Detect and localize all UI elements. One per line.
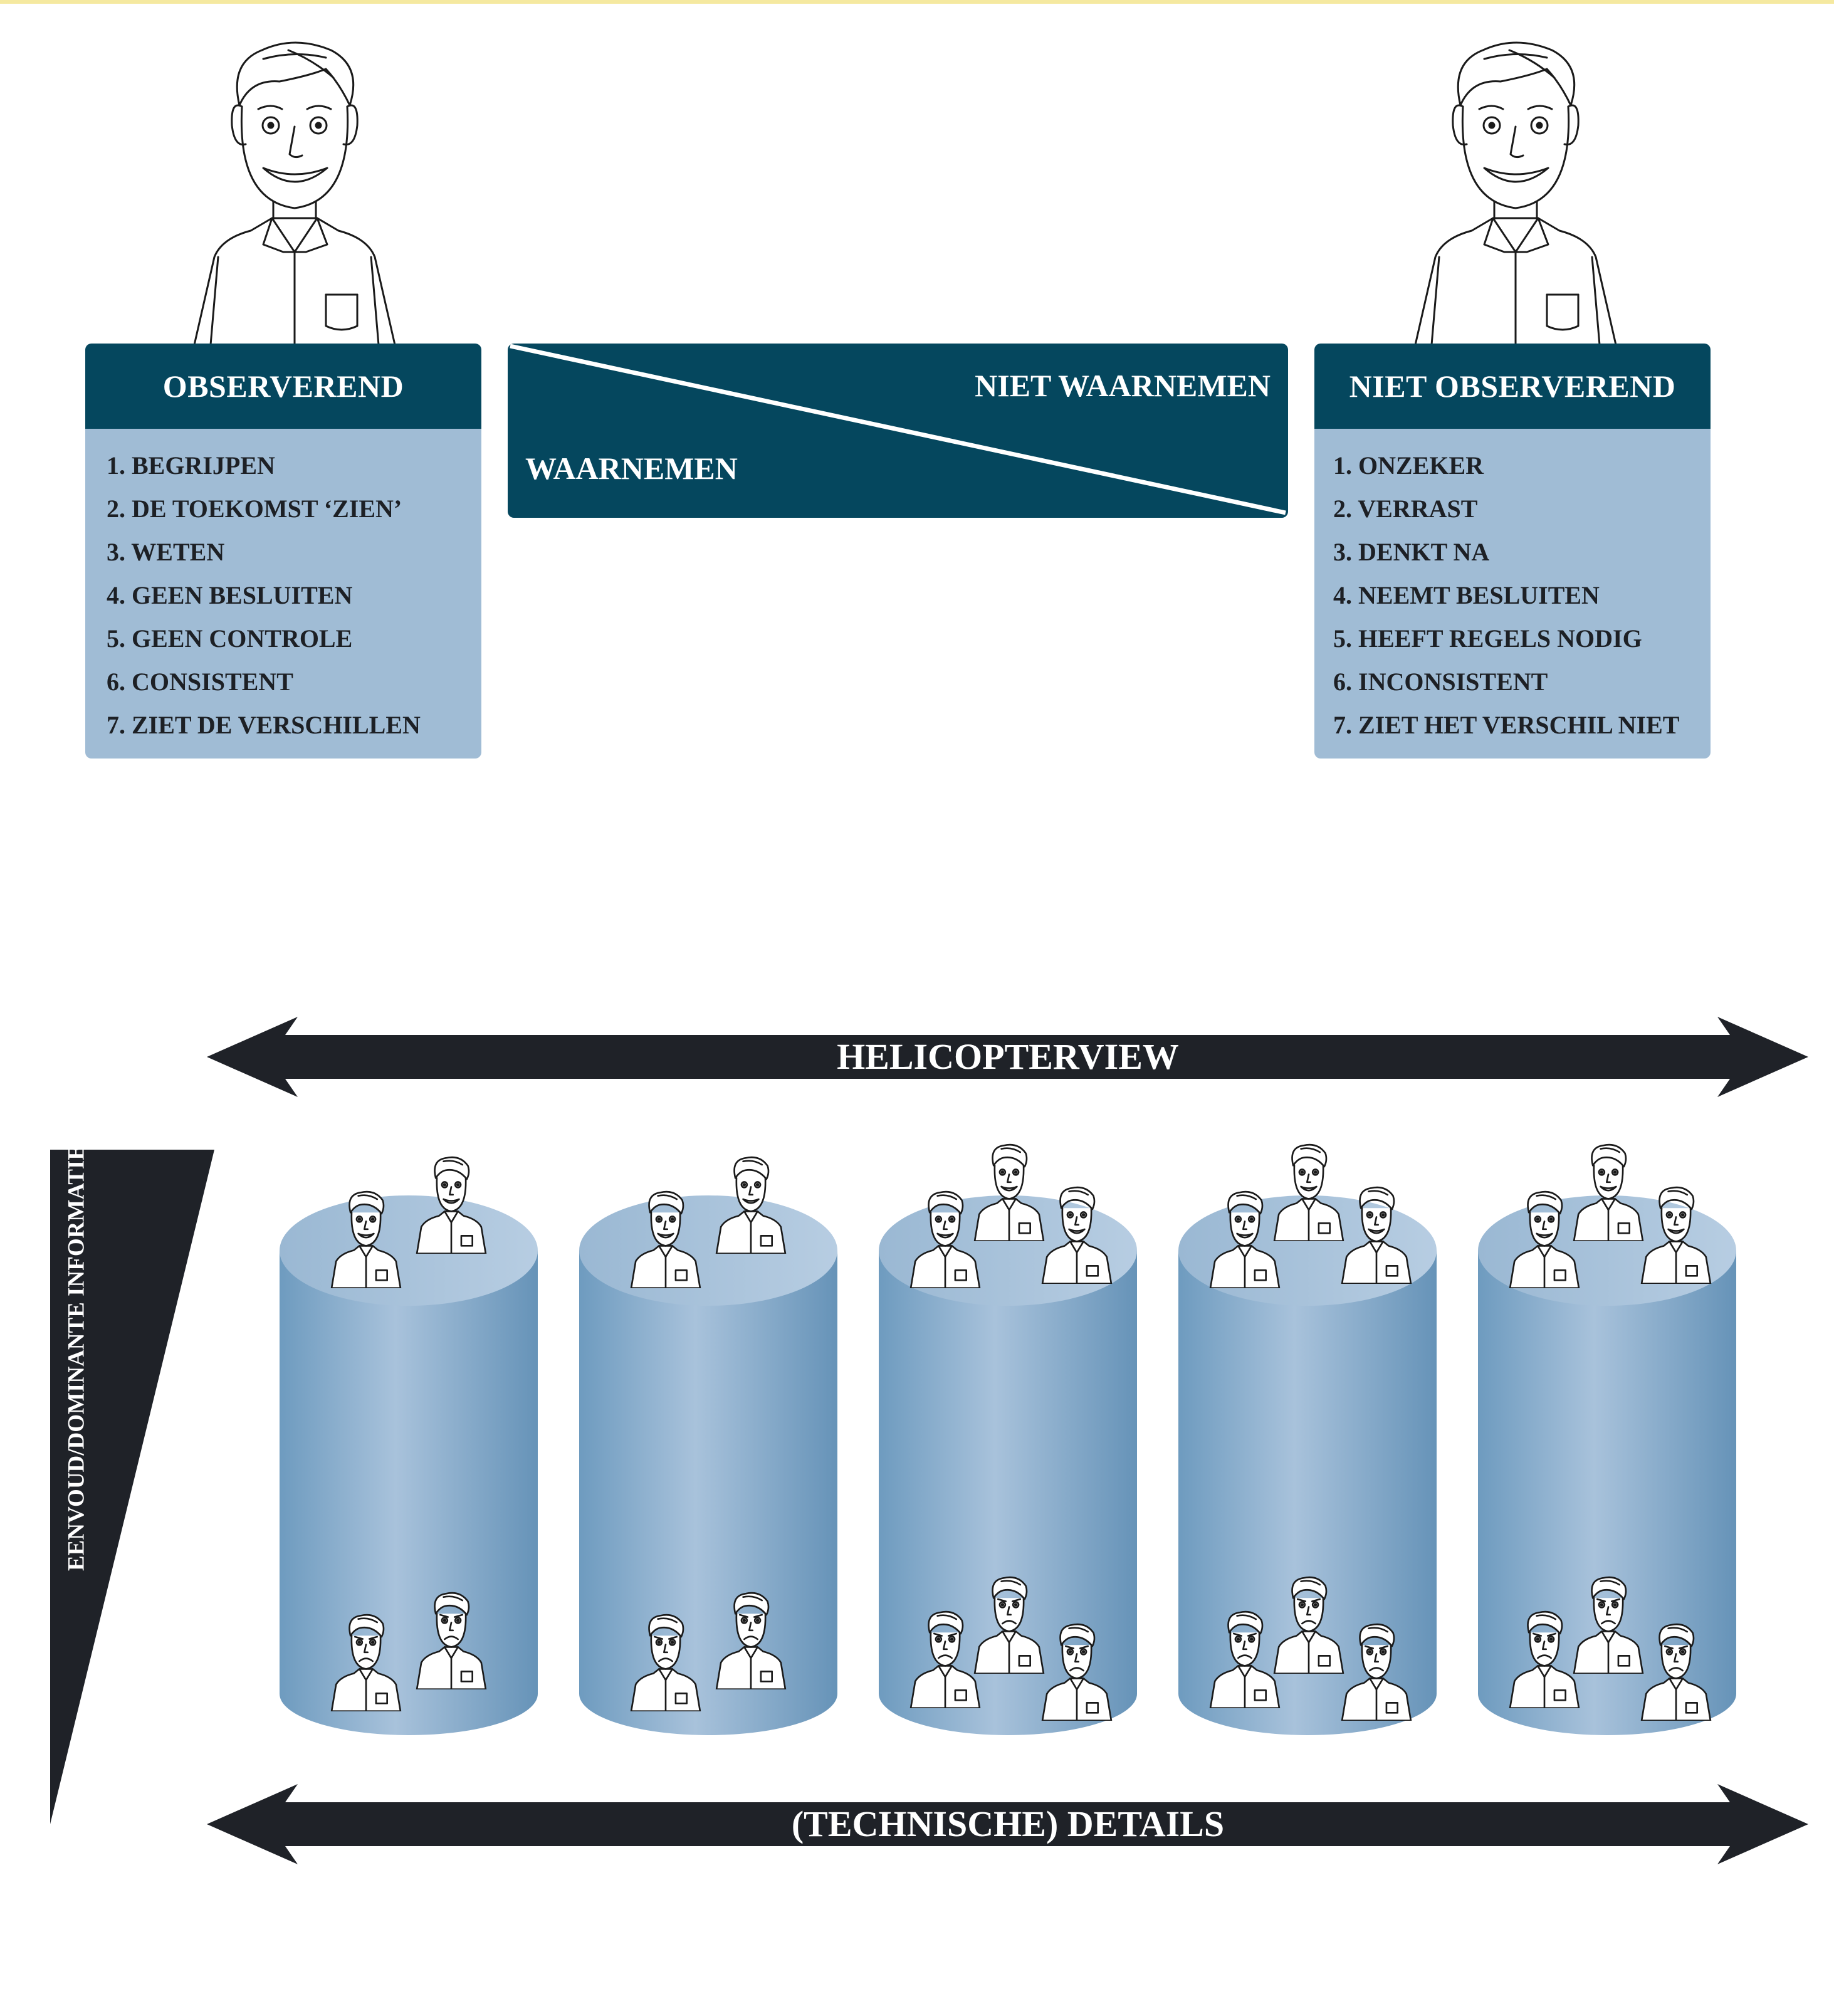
top-accent-line — [0, 0, 1834, 4]
observing-list: 1. BEGRIJPEN 2. DE TOEKOMST ‘ZIEN’ 3. WE… — [85, 429, 481, 747]
happy-person — [1573, 1143, 1644, 1241]
cylinder-top — [280, 1195, 538, 1306]
details-arrow — [207, 1784, 1808, 1864]
cylinder-body — [579, 1251, 837, 1735]
not-observing-list: 1. ONZEKER 2. VERRAST 3. DENKT NA 4. NEE… — [1314, 429, 1711, 747]
cylinder-body — [280, 1251, 538, 1735]
observing-list-panel: 1. BEGRIJPEN 2. DE TOEKOMST ‘ZIEN’ 3. WE… — [85, 429, 481, 759]
cylinder-1 — [280, 1156, 538, 1735]
presenter-not-observing — [1414, 41, 1617, 345]
cylinder-2 — [579, 1156, 837, 1735]
observing-item: 1. BEGRIJPEN — [107, 451, 275, 480]
not-observing-title: NIET OBSERVEREND — [1349, 369, 1676, 404]
cylinder-group — [280, 1143, 1736, 1735]
cylinder-5 — [1478, 1143, 1736, 1735]
presenter-observing — [193, 41, 396, 345]
not-observing-item: 7. ZIET HET VERSCHIL NIET — [1333, 711, 1680, 739]
not-observing-item: 3. DENKT NA — [1333, 538, 1490, 566]
helicopterview-arrow — [207, 1017, 1808, 1097]
perception-diagonal — [510, 344, 1286, 515]
cylinder-3 — [879, 1143, 1137, 1735]
perception-bar: NIET WAARNEMEN WAARNEMEN — [508, 344, 1288, 518]
observing-item: 7. ZIET DE VERSCHILLEN — [107, 711, 421, 739]
cylinder-4 — [1178, 1143, 1437, 1735]
not-perceiving-label: NIET WAARNEMEN — [975, 368, 1271, 403]
information-wedge — [50, 1150, 214, 1824]
observing-item: 5. GEEN CONTROLE — [107, 624, 353, 653]
helicopterview-label: HELICOPTERVIEW — [837, 1036, 1179, 1077]
not-observing-item: 4. NEEMT BESLUITEN — [1333, 581, 1600, 609]
not-observing-list-panel: 1. ONZEKER 2. VERRAST 3. DENKT NA 4. NEE… — [1314, 429, 1711, 759]
happy-person — [1273, 1143, 1344, 1241]
observing-item: 4. GEEN BESLUITEN — [107, 581, 353, 609]
not-observing-item: 1. ONZEKER — [1333, 451, 1484, 480]
observing-item: 6. CONSISTENT — [107, 668, 293, 696]
not-observing-item: 5. HEEFT REGELS NODIG — [1333, 624, 1642, 653]
observing-header: OBSERVEREND — [85, 344, 481, 429]
perceiving-label: WAARNEMEN — [525, 451, 738, 486]
observing-title: OBSERVEREND — [162, 369, 404, 404]
not-observing-item: 6. INCONSISTENT — [1333, 668, 1548, 696]
not-observing-header: NIET OBSERVEREND — [1314, 344, 1711, 429]
wedge-label: EENVOUD/DOMINANTE INFORMATIE — [63, 1144, 90, 1572]
not-observing-item: 2. VERRAST — [1333, 495, 1478, 523]
observing-item: 2. DE TOEKOMST ‘ZIEN’ — [107, 495, 402, 523]
cylinder-top — [579, 1195, 837, 1306]
happy-person — [973, 1143, 1045, 1241]
details-label: (TECHNISCHE) DETAILS — [791, 1803, 1225, 1844]
observing-item: 3. WETEN — [107, 538, 225, 566]
